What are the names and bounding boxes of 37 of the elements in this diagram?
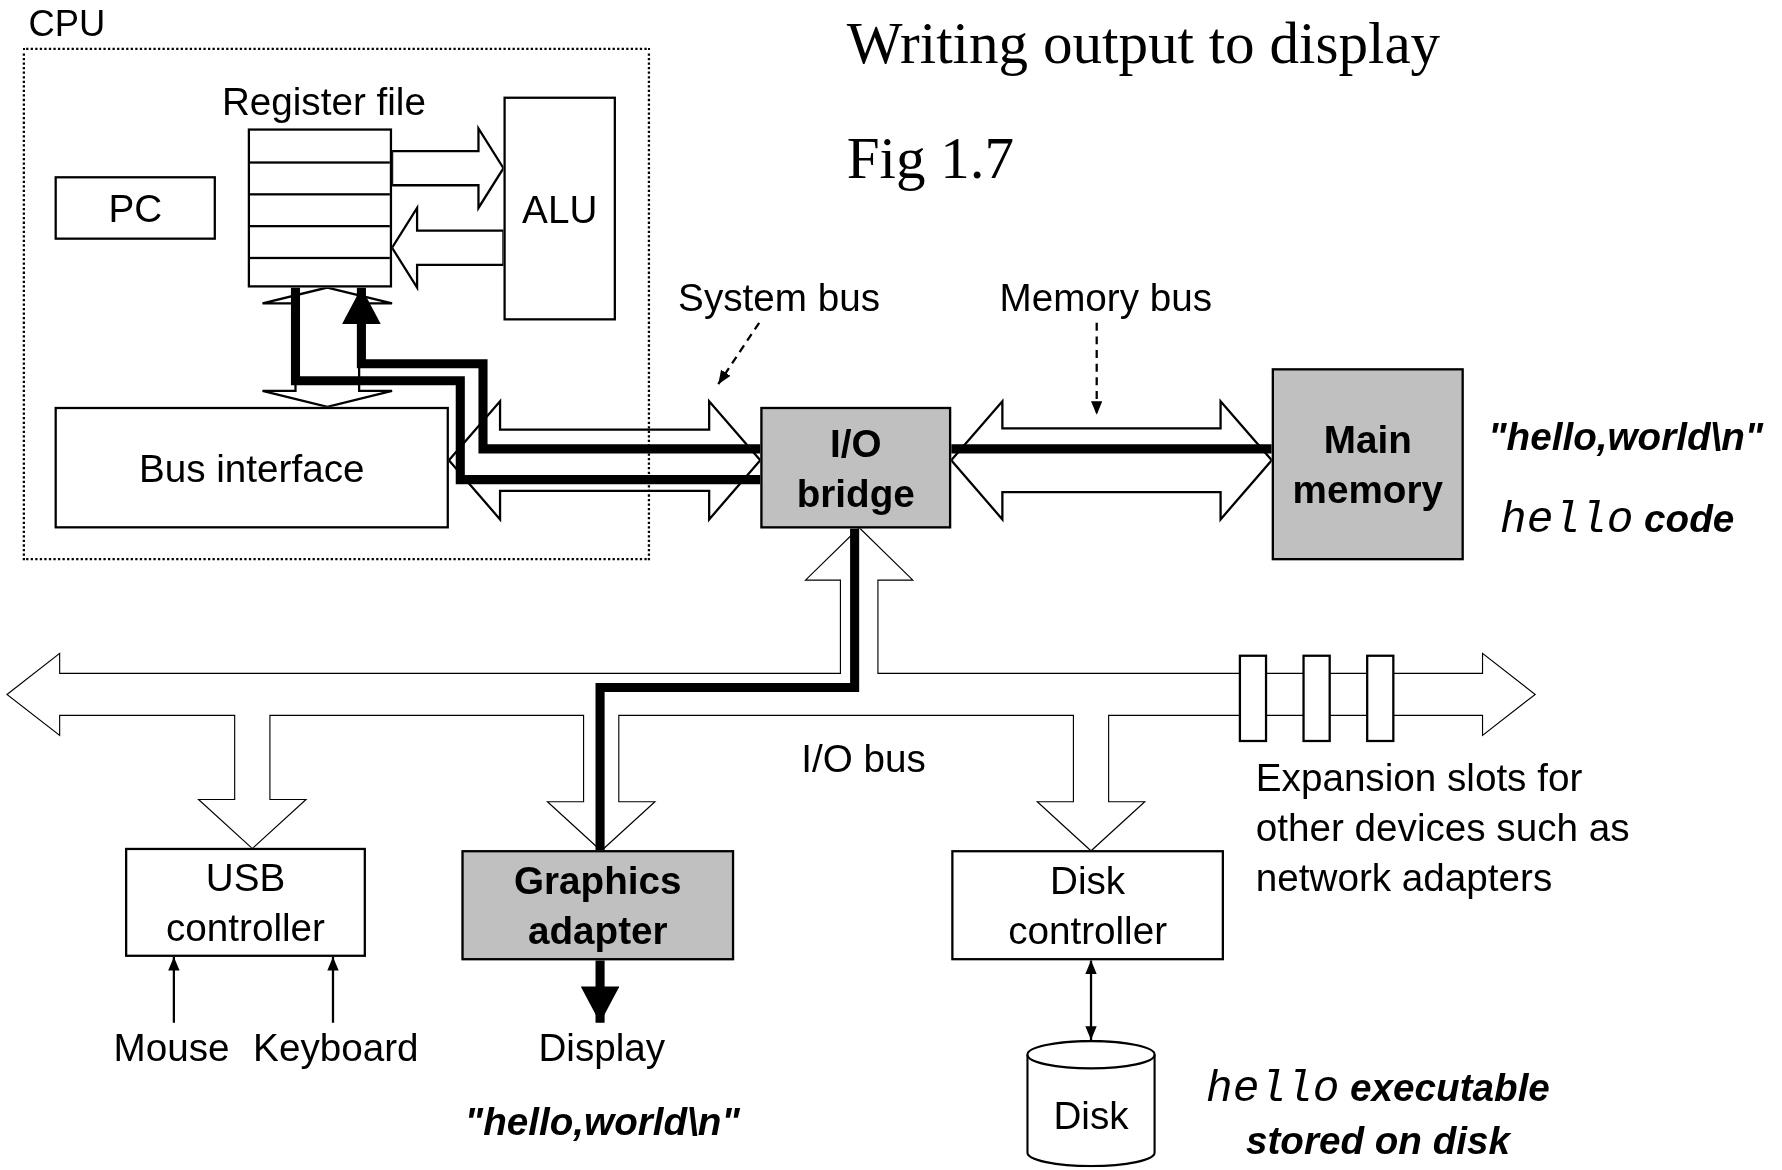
box-label: Disk controller [1007, 857, 1169, 954]
annotation-text: hello executable stored on disk [1205, 1062, 1551, 1164]
device-label: Memory bus [998, 275, 1214, 322]
note-text: Expansion slots for other devices such as network adapters [1255, 754, 1631, 901]
arrow [168, 956, 180, 1023]
io-bus-drawing [6, 526, 1537, 852]
box-label: Graphics adapter [513, 857, 683, 954]
bus-arrow [949, 398, 1274, 523]
data-path-arrow [342, 287, 761, 454]
device-label: Display [537, 1025, 667, 1072]
arrow [1085, 960, 1097, 1040]
bus-arrow [447, 398, 762, 523]
bus-arrow [390, 124, 505, 212]
box-label: ALU [522, 185, 598, 233]
device-label: Keyboard [252, 1025, 420, 1072]
box-label: Disk [1052, 1092, 1130, 1139]
leader-line [717, 322, 761, 385]
group-heading: CPU [28, 2, 106, 47]
title: Writing output to display [846, 9, 1441, 78]
box-label: Bus interface [138, 445, 365, 492]
annotation-text: hello code [1499, 493, 1736, 546]
box-label: PC [108, 185, 163, 232]
bus-arrow [390, 204, 505, 292]
arrow [327, 956, 339, 1023]
figure-number: Fig 1.7 [846, 125, 1015, 193]
device-label: System bus [677, 275, 881, 322]
box-label: I/O bridge [795, 420, 916, 517]
data-path-arrow [580, 960, 620, 1023]
bus-arrow [261, 286, 394, 409]
component-heading: Register file [220, 78, 427, 125]
bus-label: I/O bus [801, 735, 926, 782]
annotation-text: "hello,world\n" [1487, 413, 1765, 460]
leader-line [1091, 322, 1103, 415]
device-label: Mouse [112, 1025, 231, 1072]
box-label: Main memory [1291, 416, 1444, 513]
annotation-text: "hello,world\n" [463, 1099, 741, 1146]
box-label: USB controller [165, 854, 326, 951]
